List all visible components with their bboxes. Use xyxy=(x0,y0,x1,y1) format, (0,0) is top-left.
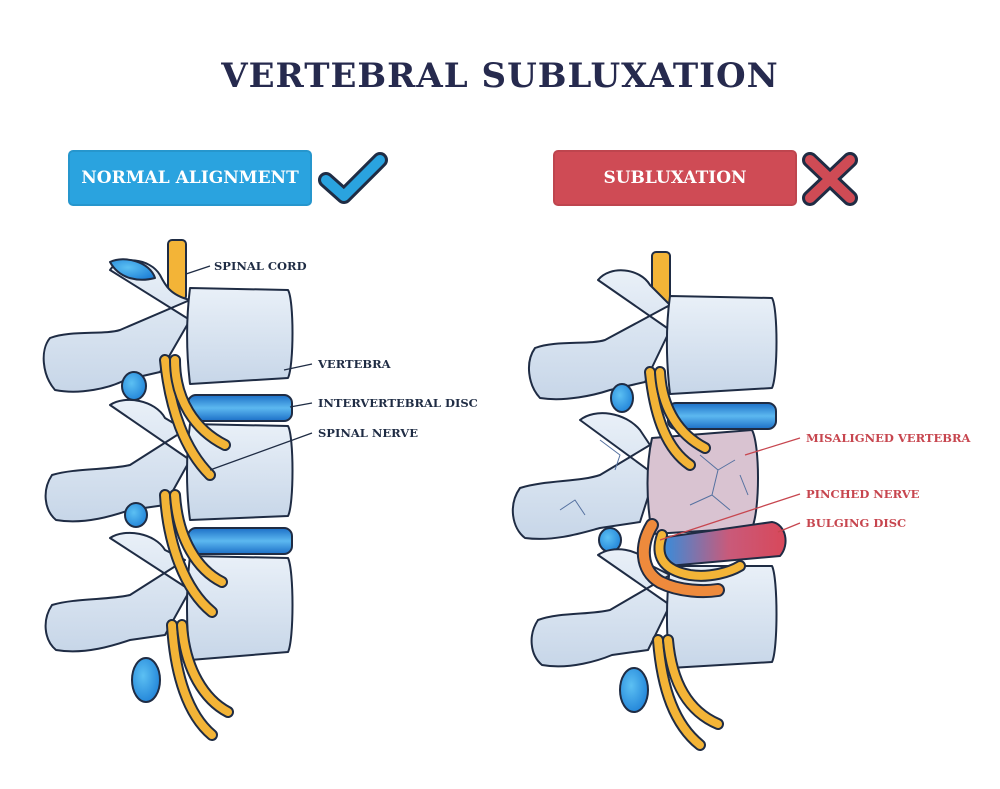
label-spinal-nerve: SPINAL NERVE xyxy=(318,426,418,440)
normal-alignment-banner: NORMAL ALIGNMENT xyxy=(68,150,312,206)
subluxation-banner: SUBLUXATION xyxy=(553,150,797,206)
label-misaligned-vertebra: MISALIGNED VERTEBRA xyxy=(806,431,971,445)
normal-vertebra-2 xyxy=(44,398,294,528)
normal-alignment-label: NORMAL ALIGNMENT xyxy=(81,168,299,188)
label-intervertebral-disc: INTERVERTEBRAL DISC xyxy=(318,396,478,410)
subluxation-spinal-nerves xyxy=(636,366,746,751)
diagram-title: VERTEBRAL SUBLUXATION xyxy=(221,56,779,96)
subluxation-spine xyxy=(511,251,787,751)
normal-vertebra-1 xyxy=(42,258,294,401)
normal-disc-1 xyxy=(187,394,293,422)
subluxation-label: SUBLUXATION xyxy=(603,168,747,188)
label-bulging-disc: BULGING DISC xyxy=(806,516,907,530)
label-spinal-cord: SPINAL CORD xyxy=(214,259,307,273)
normal-spine xyxy=(42,239,294,741)
label-vertebra: VERTEBRA xyxy=(318,357,391,371)
subluxation-vertebra-1 xyxy=(528,269,778,413)
normal-spinal-nerves xyxy=(159,354,234,741)
normal-disc-2 xyxy=(187,527,293,555)
normal-vertebra-3 xyxy=(44,531,294,703)
label-pinched-nerve: PINCHED NERVE xyxy=(806,487,920,501)
cross-icon xyxy=(802,152,858,206)
checkmark-icon xyxy=(318,152,388,204)
